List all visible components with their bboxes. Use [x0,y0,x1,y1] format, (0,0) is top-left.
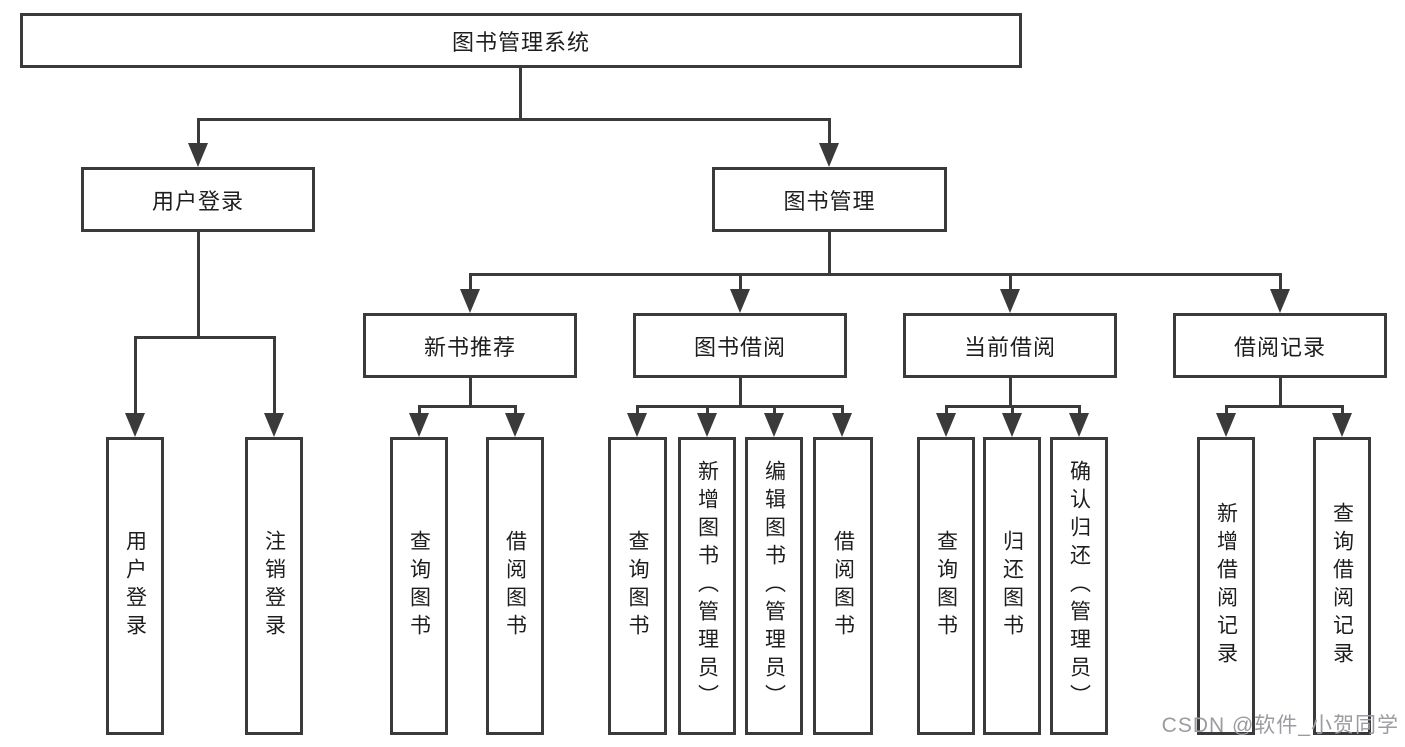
connector-arrow-line [1009,273,1012,293]
leaf-label: 归还图书 [1000,530,1024,642]
node-label: 图书管理系统 [451,29,590,55]
leaf-label: 编辑图书（管理员） [762,460,786,712]
connector-branch [636,405,844,408]
connector-arrow-line [773,405,776,418]
connector-branch [418,405,517,408]
arrowhead-down-icon [730,289,750,313]
leaf-label: 确认归还（管理员） [1067,460,1091,712]
leaf-add-books-admin: 新增图书（管理员） [678,437,736,735]
leaf-label: 查询图书 [934,530,958,642]
arrowhead-down-icon [764,413,784,437]
node-current-borrowing: 当前借阅 [903,313,1117,378]
connector-branch [134,336,276,339]
node-book-borrowing: 图书借阅 [633,313,847,378]
arrowhead-down-icon [1332,413,1352,437]
leaf-label: 新增图书（管理员） [695,460,719,712]
node-label: 用户登录 [151,188,244,214]
leaf-confirm-return-admin: 确认归还（管理员） [1050,437,1108,735]
connector-arrow-line [469,273,472,293]
leaf-label: 用户登录 [123,530,147,642]
leaf-query-borrow-record: 查询借阅记录 [1313,437,1371,735]
connector-arrow-line [1078,405,1081,418]
arrowhead-down-icon [188,143,208,167]
arrowhead-down-icon [460,289,480,313]
connector-stem [1279,378,1282,408]
leaf-query-books-recommend: 查询图书 [390,437,448,735]
connector-arrow-line [1279,273,1282,293]
arrowhead-down-icon [936,413,956,437]
leaf-borrow-books: 借阅图书 [813,437,873,735]
connector-arrow-line [945,405,948,418]
arrowhead-down-icon [125,413,145,437]
node-borrowing-records: 借阅记录 [1173,313,1387,378]
connector-arrow-line [706,405,709,418]
node-library-management-system: 图书管理系统 [20,13,1022,68]
leaf-label: 借阅图书 [831,530,855,642]
connector-arrow-line [636,405,639,418]
leaf-edit-books-admin: 编辑图书（管理员） [745,437,803,735]
leaf-query-books-current: 查询图书 [917,437,975,735]
arrowhead-down-icon [1270,289,1290,313]
connector-arrow-line [418,405,421,418]
connector-arrow-line [273,336,276,416]
node-label: 借阅记录 [1233,334,1326,360]
arrowhead-down-icon [832,413,852,437]
connector-arrow-line [1011,405,1014,418]
leaf-label: 借阅图书 [503,530,527,642]
leaf-label: 新增借阅记录 [1214,502,1238,670]
node-label: 图书借阅 [693,334,786,360]
leaf-return-books: 归还图书 [983,437,1041,735]
connector-stem [739,378,742,408]
connector-stem [828,232,831,276]
node-label: 当前借阅 [963,334,1056,360]
node-user-login: 用户登录 [81,167,315,232]
leaf-label: 查询借阅记录 [1330,502,1354,670]
connector-branch [1225,405,1344,408]
leaf-label: 查询图书 [407,530,431,642]
arrowhead-down-icon [627,413,647,437]
arrowhead-down-icon [1069,413,1089,437]
arrowhead-down-icon [264,413,284,437]
leaf-add-borrow-record: 新增借阅记录 [1197,437,1255,735]
leaf-logout: 注销登录 [245,437,303,735]
arrowhead-down-icon [409,413,429,437]
connector-stem [197,232,200,339]
connector-branch [197,118,831,121]
connector-arrow-line [514,405,517,418]
connector-stem [519,68,522,121]
arrowhead-down-icon [697,413,717,437]
leaf-query-books-borrow: 查询图书 [608,437,667,735]
connector-stem [469,378,472,408]
connector-arrow-line [739,273,742,293]
connector-stem [1009,378,1012,408]
connector-arrow-line [1225,405,1228,418]
connector-arrow-line [1341,405,1344,418]
leaf-user-login: 用户登录 [106,437,164,735]
leaf-label: 注销登录 [262,530,286,642]
connector-arrow-line [841,405,844,418]
connector-arrow-line [134,336,137,416]
arrowhead-down-icon [819,143,839,167]
connector-arrow-line [828,118,831,145]
arrowhead-down-icon [1002,413,1022,437]
connector-arrow-line [197,118,200,145]
node-label: 图书管理 [783,188,876,214]
arrowhead-down-icon [1216,413,1236,437]
connector-branch [469,273,1282,276]
arrowhead-down-icon [1000,289,1020,313]
node-book-management: 图书管理 [712,167,947,232]
node-new-book-recommend: 新书推荐 [363,313,577,378]
node-label: 新书推荐 [423,334,516,360]
leaf-label: 查询图书 [626,530,649,642]
leaf-borrow-books-recommend: 借阅图书 [486,437,544,735]
arrowhead-down-icon [505,413,525,437]
